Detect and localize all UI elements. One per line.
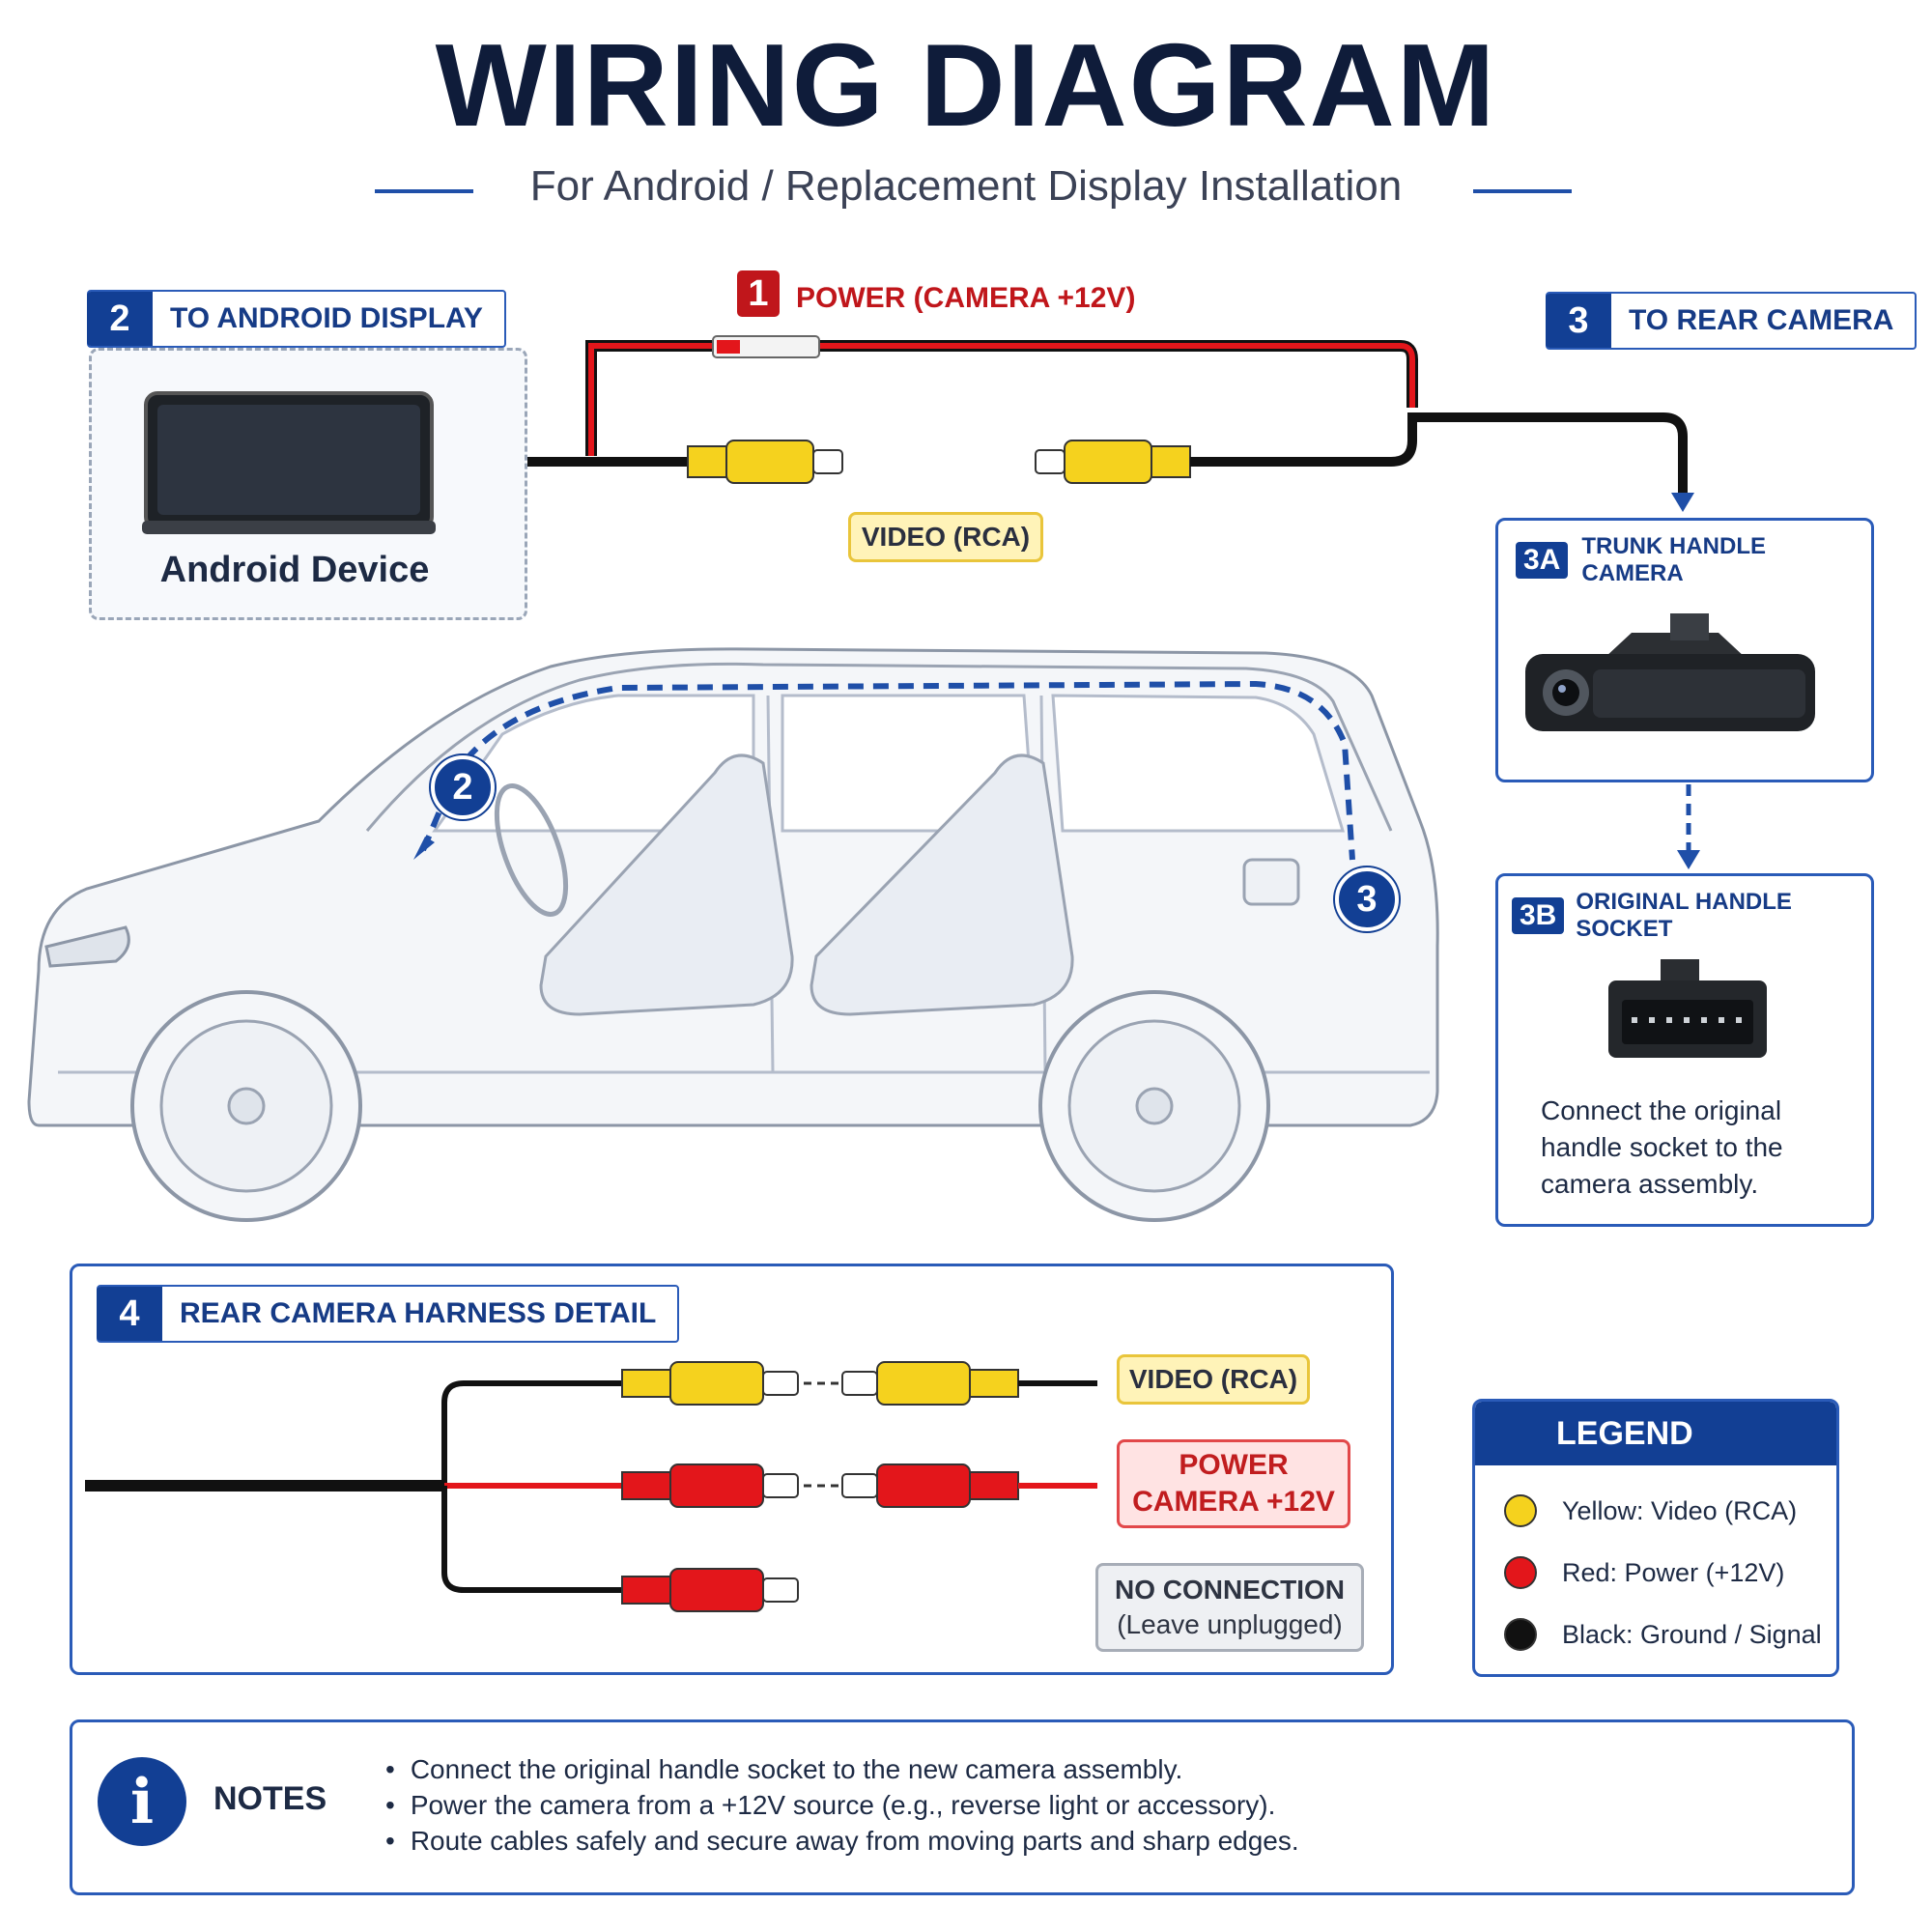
harness-noconn-branch	[441, 1486, 622, 1593]
black-dot-icon	[1504, 1618, 1537, 1651]
legend-item: Black: Ground / Signal	[1504, 1618, 1822, 1651]
harness-power-line: CAMERA +12V	[1132, 1486, 1335, 1518]
notes-list: Connect the original handle socket to th…	[385, 1751, 1299, 1859]
note-item: Power the camera from a +12V source (e.g…	[385, 1787, 1299, 1823]
rear-cable	[1190, 412, 1688, 493]
handle-socket-desc-line: handle socket to the	[1541, 1132, 1783, 1162]
rear-seat	[810, 753, 1074, 1016]
red-dot-icon	[1504, 1556, 1537, 1589]
arrow-down-icon	[1671, 493, 1694, 512]
harness-noconn-tag: NO CONNECTION (Leave unplugged)	[1095, 1563, 1364, 1652]
car-marker-2: 2	[431, 755, 495, 819]
cable-route-path	[420, 680, 1355, 861]
legend-item: Yellow: Video (RCA)	[1504, 1494, 1797, 1527]
legend-item-label: Black: Ground / Signal	[1562, 1619, 1822, 1649]
harness-noconn-line: NO CONNECTION	[1115, 1575, 1345, 1605]
android-section-label: 2 TO ANDROID DISPLAY	[87, 290, 506, 348]
android-device-box: Android Device	[89, 348, 527, 620]
harness-video-plug-right	[841, 1361, 1019, 1406]
harness-power-plug-left	[621, 1463, 799, 1508]
trunk-camera-number: 3A	[1516, 542, 1569, 579]
front-seat	[539, 753, 794, 1016]
info-icon: i	[98, 1757, 186, 1846]
yellow-dot-icon	[1504, 1494, 1537, 1527]
note-item: Route cables safely and secure away from…	[385, 1823, 1299, 1859]
rear-section-text: TO REAR CAMERA	[1629, 304, 1894, 336]
trunk-camera-header: 3A TRUNK HANDLE CAMERA	[1516, 533, 1871, 586]
legend-item-label: Red: Power (+12V)	[1562, 1557, 1785, 1587]
harness-video-tag: VIDEO (RCA)	[1117, 1354, 1310, 1405]
note-item: Connect the original handle socket to th…	[385, 1751, 1299, 1787]
page-subtitle: For Android / Replacement Display Instal…	[529, 162, 1403, 210]
harness-noconn-plug	[621, 1568, 799, 1612]
rear-wheel	[1038, 990, 1270, 1222]
legend-title: LEGEND	[1475, 1402, 1836, 1465]
rear-section-number: 3	[1546, 294, 1611, 348]
subtitle-rule-right	[1473, 189, 1572, 193]
rear-section-label: 3 TO REAR CAMERA	[1546, 292, 1918, 350]
harness-noconn-line: (Leave unplugged)	[1117, 1609, 1343, 1639]
headlight	[44, 925, 130, 968]
notes-title: NOTES	[213, 1780, 327, 1817]
handle-socket-description: Connect the original handle socket to th…	[1541, 1093, 1783, 1203]
harness-section-label: 4 REAR CAMERA HARNESS DETAIL	[97, 1285, 680, 1343]
trunk-camera-title: TRUNK HANDLE CAMERA	[1581, 533, 1767, 586]
android-display-icon	[142, 391, 436, 534]
harness-power-line: POWER	[1179, 1449, 1289, 1481]
handle-socket-header: 3B ORIGINAL HANDLE SOCKET	[1512, 889, 1871, 942]
arrow-down-icon-2	[1677, 850, 1700, 869]
car-marker-3: 3	[1335, 867, 1399, 931]
subtitle-rule-left	[375, 189, 473, 193]
legend-box: LEGEND Yellow: Video (RCA) Red: Power (+…	[1472, 1399, 1839, 1677]
power-section-label: POWER (CAMERA +12V)	[796, 282, 1136, 314]
power-section-number: 1	[737, 270, 780, 317]
android-device-caption: Android Device	[159, 550, 430, 590]
route-arrow-icon	[413, 837, 435, 860]
power-wire	[588, 343, 1415, 456]
rear-side-panel	[1242, 858, 1300, 906]
page-title: WIRING DIAGRAM	[435, 19, 1497, 151]
notes-box: i NOTES Connect the original handle sock…	[70, 1719, 1855, 1895]
rca-plug-right	[1035, 440, 1191, 484]
handle-socket-icon	[1608, 959, 1767, 1058]
steering-wheel	[494, 783, 569, 917]
harness-section-text: REAR CAMERA HARNESS DETAIL	[180, 1297, 657, 1329]
handle-socket-desc-line: camera assembly.	[1541, 1169, 1759, 1199]
trunk-camera-box: 3A TRUNK HANDLE CAMERA	[1495, 518, 1874, 782]
rear-window	[1051, 694, 1346, 833]
video-rca-tag: VIDEO (RCA)	[848, 512, 1043, 562]
harness-section-number: 4	[97, 1287, 162, 1341]
harness-video-plug-left	[621, 1361, 799, 1406]
harness-video-branch	[441, 1380, 622, 1486]
trunk-camera-icon	[1525, 613, 1815, 731]
android-section-number: 2	[87, 292, 153, 346]
handle-socket-box: 3B ORIGINAL HANDLE SOCKET Connect the or…	[1495, 873, 1874, 1227]
harness-power-plug-right	[841, 1463, 1019, 1508]
rca-plug-left	[687, 440, 843, 484]
inline-fuse-cap	[717, 340, 740, 354]
android-section-text: TO ANDROID DISPLAY	[170, 302, 483, 334]
handle-socket-number: 3B	[1512, 897, 1565, 934]
car-roof-line	[365, 662, 1393, 832]
legend-item: Red: Power (+12V)	[1504, 1556, 1784, 1589]
harness-power-tag: POWER CAMERA +12V	[1117, 1439, 1350, 1528]
legend-item-label: Yellow: Video (RCA)	[1562, 1495, 1798, 1525]
handle-socket-desc-line: Connect the original	[1541, 1095, 1782, 1125]
handle-socket-title: ORIGINAL HANDLE SOCKET	[1576, 889, 1792, 942]
front-window	[432, 694, 755, 833]
front-wheel	[130, 990, 362, 1222]
